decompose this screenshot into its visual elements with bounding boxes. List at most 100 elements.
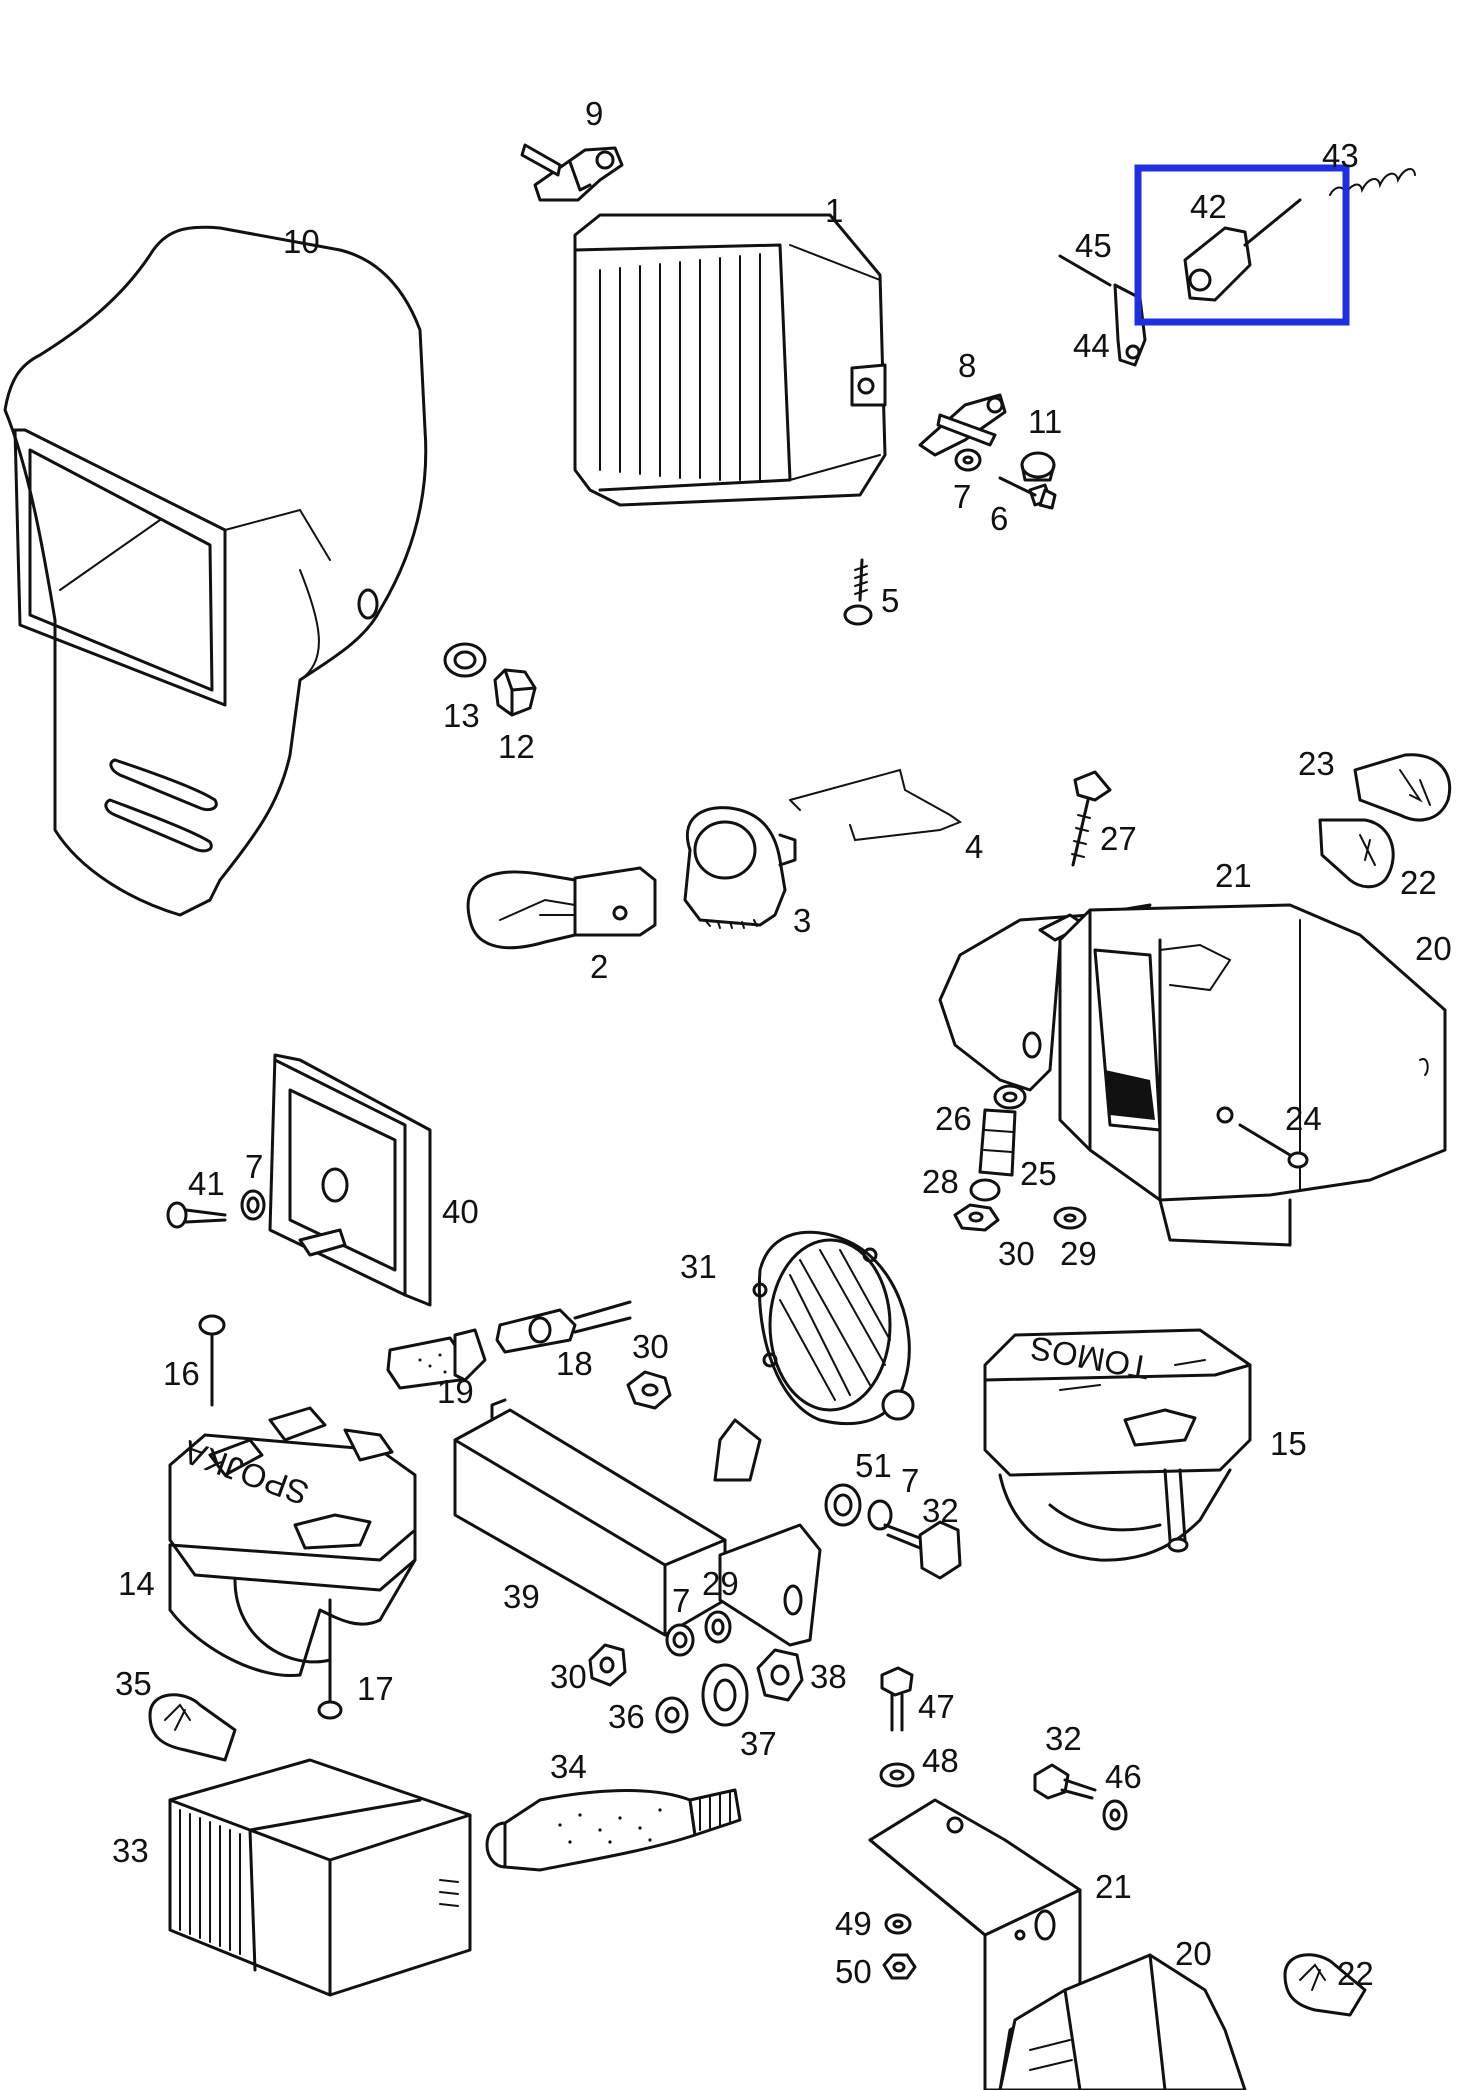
part-26-grommet: [993, 1084, 1027, 1110]
part-51-washer: [824, 1483, 862, 1527]
part-39-flasher-relay: [453, 1398, 822, 1647]
label-42: 42: [1190, 188, 1227, 225]
label-28: 28: [922, 1163, 959, 1200]
label-25: 25: [1020, 1155, 1057, 1192]
part-7-washer-bottom: [665, 1623, 695, 1657]
label-19: 19: [437, 1373, 474, 1410]
part-20-lower-housing: [998, 1953, 1247, 2090]
label-45: 45: [1075, 227, 1112, 264]
label-23: 23: [1298, 745, 1335, 782]
part-4-wire-clip: [789, 768, 963, 842]
part-12-cap-nut: [493, 668, 537, 717]
label-20-b: 20: [1175, 1935, 1212, 1972]
label-43: 43: [1322, 137, 1359, 174]
label-32-b: 32: [1045, 1720, 1082, 1757]
part-45-pin: [1058, 254, 1112, 287]
label-30-b: 30: [632, 1328, 669, 1365]
part-22-bulb-bottom: [1283, 1953, 1367, 2017]
label-13: 13: [443, 697, 480, 734]
label-30-c: 30: [550, 1658, 587, 1695]
part-33-tail-lamp: [168, 1758, 472, 1997]
part-3-bulb-holder: [683, 806, 797, 929]
part-9-bracket: [520, 143, 624, 202]
part-37-washer: [701, 1663, 749, 1727]
label-8: 8: [958, 347, 976, 384]
label-6: 6: [990, 500, 1008, 537]
part-34-grommet: [485, 1788, 742, 1872]
part-20-taillight-housing: [1058, 903, 1447, 1247]
label-47: 47: [918, 1688, 955, 1725]
part-28-washer: [969, 1178, 1001, 1202]
label-10: 10: [283, 223, 320, 260]
part-36-lock-washer: [655, 1696, 689, 1734]
part-22-bulb-top: [1318, 818, 1395, 889]
label-44: 44: [1073, 327, 1110, 364]
part-5-screw: [843, 558, 873, 626]
part-50-nut: [882, 1953, 917, 1980]
part-2-bulb: [466, 866, 657, 950]
label-22-a: 22: [1400, 864, 1437, 901]
part-24-screw: [1238, 1123, 1309, 1169]
label-51: 51: [855, 1447, 892, 1484]
label-5: 5: [881, 582, 899, 619]
part-25-spacer: [978, 1108, 1017, 1177]
highlight-box-part-42: [1134, 164, 1350, 326]
part-14-left-switch: SPOJKA: [168, 1406, 417, 1678]
part-29-washer-right: [1053, 1206, 1087, 1230]
part-29-washer-bottom: [704, 1610, 732, 1644]
part-42-cable-clamp: [1183, 198, 1302, 302]
part-41-screw: [166, 1201, 227, 1229]
part-15-right-switch: TOMOS: [983, 1328, 1252, 1562]
label-36: 36: [608, 1698, 645, 1735]
label-20-a: 20: [1415, 930, 1452, 967]
label-34: 34: [550, 1748, 587, 1785]
part-46-lock-washer: [1102, 1799, 1128, 1831]
label-32-a: 32: [922, 1492, 959, 1529]
label-31: 31: [680, 1248, 717, 1285]
label-16: 16: [163, 1355, 200, 1392]
label-21-b: 21: [1095, 1868, 1132, 1905]
label-7-c: 7: [901, 1462, 919, 1499]
label-26: 26: [935, 1100, 972, 1137]
part-30-nut-mid: [626, 1370, 672, 1410]
label-22-b: 22: [1337, 1955, 1374, 1992]
label-33: 33: [112, 1832, 149, 1869]
label-11: 11: [1028, 403, 1062, 440]
label-48: 48: [922, 1742, 959, 1779]
part-17-screw: [317, 1598, 343, 1720]
part-7-washer-left: [240, 1189, 266, 1221]
label-7-d: 7: [672, 1582, 690, 1619]
part-48-washer: [879, 1762, 915, 1788]
part-30-nut-right: [953, 1203, 1000, 1232]
part-19-fuse-holder: [386, 1328, 487, 1390]
label-46: 46: [1105, 1758, 1142, 1795]
part-10-headlight-fairing: [3, 225, 428, 917]
label-12: 12: [498, 728, 535, 765]
label-7-b: 7: [245, 1148, 263, 1185]
label-35: 35: [115, 1665, 152, 1702]
label-15: 15: [1270, 1425, 1307, 1462]
part-13-washer: [443, 642, 487, 678]
label-4: 4: [965, 828, 983, 865]
label-49: 49: [835, 1905, 872, 1942]
part-32-bolt-lower: [1033, 1763, 1097, 1800]
label-29-a: 29: [1060, 1235, 1097, 1272]
part-labels: 9 1 10 42 43 45 44 8 11 7 6 5 13 12 23 2…: [112, 95, 1452, 1992]
label-39: 39: [503, 1578, 540, 1615]
part-31-horn: [713, 1230, 915, 1482]
label-41: 41: [188, 1165, 225, 1202]
part-49-lock-washer: [884, 1913, 912, 1935]
part-38-nut: [756, 1648, 804, 1702]
part-1-headlight-unit: [573, 213, 887, 507]
label-40: 40: [442, 1193, 479, 1230]
part-7-washer-top: [954, 448, 982, 472]
label-30-a: 30: [998, 1235, 1035, 1272]
part-11-spacer: [1020, 451, 1056, 482]
label-9: 9: [585, 95, 603, 132]
part-8-bracket: [918, 393, 1007, 457]
label-29-b: 29: [702, 1565, 739, 1602]
part-35-bulb: [148, 1693, 237, 1762]
label-24: 24: [1285, 1100, 1322, 1137]
part-23-bulb: [1353, 753, 1452, 822]
